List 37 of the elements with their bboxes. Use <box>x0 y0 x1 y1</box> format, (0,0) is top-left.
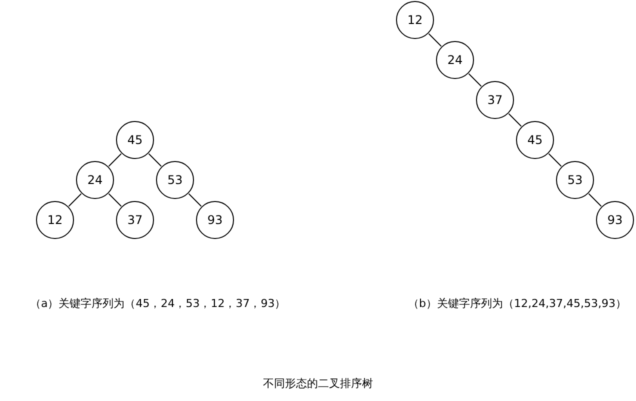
tree-node-circle <box>156 161 194 199</box>
connector-line <box>108 193 122 207</box>
connector-line <box>428 33 442 47</box>
node-key: 37 <box>127 213 143 227</box>
tree-node-circle <box>76 161 114 199</box>
node-key: 53 <box>167 173 183 187</box>
connector-line <box>68 193 82 207</box>
connector-line <box>468 73 482 87</box>
node-key: 24 <box>87 173 103 187</box>
node-key: 24 <box>447 53 463 67</box>
connector-line <box>588 193 602 207</box>
node-key: 53 <box>567 173 583 187</box>
tree-node-circle <box>116 121 154 159</box>
node-key: 12 <box>407 13 423 27</box>
connector-line <box>148 153 162 167</box>
tree-node-circle <box>436 41 474 79</box>
connector-line <box>188 193 202 207</box>
tree-node-circle <box>396 1 434 39</box>
tree-node-circle <box>596 201 634 239</box>
connector-line <box>548 153 562 167</box>
node-key: 37 <box>487 93 503 107</box>
tree-node-circle <box>476 81 514 119</box>
node-key: 93 <box>607 213 623 227</box>
connector-line <box>508 113 522 127</box>
tree-node-circle <box>196 201 234 239</box>
connector-line <box>108 153 122 167</box>
node-key: 12 <box>47 213 63 227</box>
subfigure-caption: （a）关键字序列为（45，24，53，12，37，93） <box>30 296 286 311</box>
tree-node-circle <box>516 121 554 159</box>
node-key: 45 <box>527 133 543 147</box>
subfigure-caption: （b）关键字序列为（12,24,37,45,53,93） <box>408 296 626 311</box>
node-key: 93 <box>207 213 223 227</box>
figure-caption: 不同形态的二叉排序树 <box>263 376 373 391</box>
tree-node-circle <box>36 201 74 239</box>
tree-node-circle <box>116 201 154 239</box>
node-key: 45 <box>127 133 143 147</box>
tree-node-circle <box>556 161 594 199</box>
